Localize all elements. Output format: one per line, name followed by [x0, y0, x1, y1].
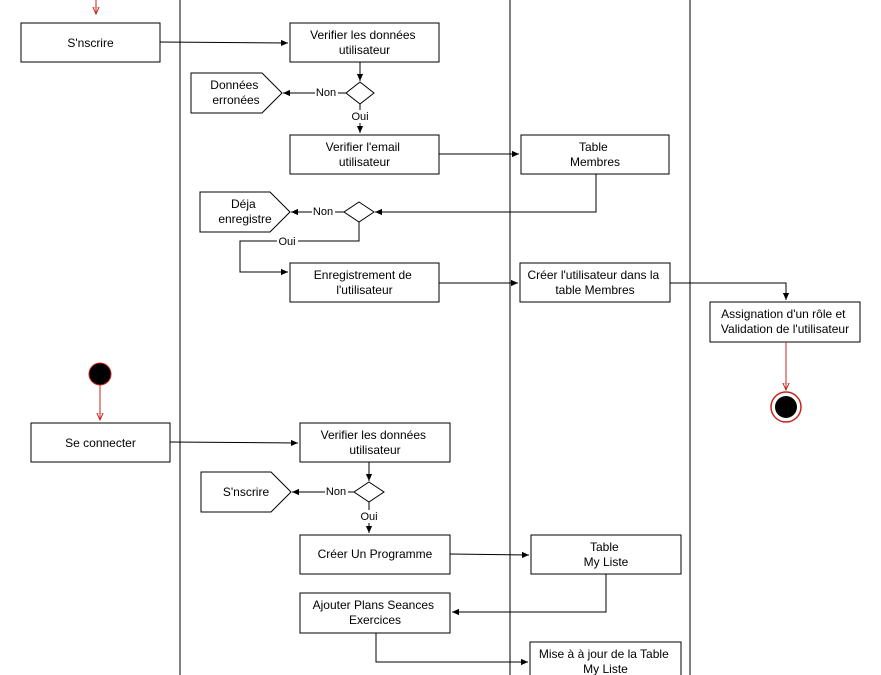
table-myliste-line-2: My Liste	[584, 555, 629, 569]
se-connecter-label: Se connecter	[65, 436, 136, 450]
inscrire-label: S'nscrire	[67, 36, 114, 50]
svg-text:Verifier l'email utilisa: Verifier l'email utilisateur	[326, 140, 404, 169]
flow-se-connecter-to-verifier	[169, 439, 299, 447]
ajouter-plans-line-2: Exercices	[349, 613, 401, 627]
svg-text:Table Membres: Table Membres	[570, 140, 620, 169]
flow-programme-to-table-myliste	[449, 551, 530, 559]
mise-a-jour-box[interactable]: Mise à à jour de la Table My Liste	[529, 641, 682, 675]
table-myliste-box[interactable]: Table My Liste	[530, 534, 682, 575]
svg-text:Verifier les données uti: Verifier les données utilisateur	[310, 28, 419, 57]
ajouter-plans-line-1: Ajouter Plans Seances	[313, 598, 434, 612]
flow-decision-2-oui	[239, 222, 360, 276]
se-connecter-box[interactable]: Se connecter	[30, 422, 171, 463]
svg-text:Données erronées: Données erronées	[210, 78, 261, 107]
flow-ajouter-to-mise-a-jour	[375, 633, 528, 666]
donnees-erronees-line-1: Données	[210, 78, 258, 92]
deja-enregistre-line-2: enregistre	[218, 212, 272, 226]
table-myliste-line-1: Table	[590, 540, 619, 554]
donnees-erronees-flag[interactable]: Données erronées	[190, 72, 283, 114]
flow-table-membres-to-decision-2	[375, 174, 597, 216]
edge-label-non-3: Non	[326, 486, 346, 498]
ajouter-plans-box[interactable]: Ajouter Plans Seances Exercices	[299, 592, 451, 634]
svg-text:Verifier les données uti: Verifier les données utilisateur	[321, 428, 430, 457]
deja-enregistre-flag[interactable]: Déja enregistre	[199, 191, 291, 233]
deja-enregistre-line-1: Déja	[231, 197, 256, 211]
table-membres-line-1: Table	[579, 140, 608, 154]
creer-utilisateur-line-1: Créer l'utilisateur dans la	[527, 268, 659, 282]
verifier-donnees-box-2[interactable]: Verifier les données utilisateur	[299, 422, 451, 463]
end-node	[770, 391, 802, 423]
svg-text:Déja enregistre: Déja enregistre	[218, 197, 272, 226]
flow-creer-to-assignation	[670, 282, 790, 300]
mise-a-jour-line-2: My Liste	[583, 662, 628, 675]
edge-label-non-2: Non	[313, 206, 333, 218]
svg-text:Mise à à jour de la Table: Mise à à jour de la Table My Liste	[539, 647, 672, 675]
svg-text:Créer l'utilisateur dans la: Créer l'utilisateur dans la table Membre…	[527, 268, 662, 297]
assignation-box[interactable]: Assignation d'un rôle et Validation de l…	[709, 301, 861, 343]
verifier-donnees-2-line-1: Verifier les données	[321, 428, 426, 442]
edge-label-oui-1: Oui	[351, 111, 368, 123]
svg-text:Assignation d'un rôle et: Assignation d'un rôle et Validation de l…	[721, 307, 849, 336]
flow-inscrire-to-verifier	[159, 39, 289, 47]
enregistrement-box[interactable]: Enregistrement de l'utilisateur	[289, 262, 440, 303]
verifier-donnees-1-line-2: utilisateur	[339, 43, 390, 57]
verifier-email-line-2: utilisateur	[339, 155, 390, 169]
edge-label-oui-2: Oui	[278, 236, 295, 248]
enregistrement-line-1: Enregistrement de	[314, 268, 412, 282]
flow-table-myliste-to-ajouter	[452, 574, 607, 616]
edge-label-non-1: Non	[316, 87, 336, 99]
creer-programme-box[interactable]: Créer Un Programme	[299, 534, 451, 575]
edge-label-oui-3: Oui	[360, 511, 377, 523]
verifier-donnees-2-line-2: utilisateur	[349, 443, 400, 457]
table-membres-line-2: Membres	[570, 155, 620, 169]
decision-diamond-2[interactable]	[343, 201, 375, 223]
assignation-line-1: Assignation d'un rôle et	[721, 307, 846, 321]
inscrire-flag-label: S'nscrire	[223, 485, 270, 499]
inscrire-box[interactable]: S'nscrire	[20, 22, 161, 63]
start-node	[88, 362, 112, 386]
creer-utilisateur-box[interactable]: Créer l'utilisateur dans la table Membre…	[519, 262, 671, 303]
svg-text:Table My Liste: Table My Liste	[584, 540, 629, 569]
donnees-erronees-line-2: erronées	[212, 93, 259, 107]
verifier-email-box[interactable]: Verifier l'email utilisateur	[289, 134, 440, 175]
inscrire-flag[interactable]: S'nscrire	[200, 471, 292, 513]
verifier-donnees-box-1[interactable]: Verifier les données utilisateur	[289, 22, 440, 63]
creer-programme-label: Créer Un Programme	[318, 547, 433, 561]
mise-a-jour-line-1: Mise à à jour de la Table	[539, 647, 669, 661]
table-membres-box[interactable]: Table Membres	[520, 134, 670, 175]
decision-diamond-3[interactable]	[353, 481, 385, 503]
svg-text:Enregistrement de l'util: Enregistrement de l'utilisateur	[314, 268, 415, 297]
decision-diamond-1[interactable]	[345, 81, 375, 105]
svg-text:Ajouter Plans Seances Ex: Ajouter Plans Seances Exercices	[313, 598, 438, 627]
verifier-donnees-1-line-1: Verifier les données	[310, 28, 415, 42]
enregistrement-line-2: l'utilisateur	[336, 283, 392, 297]
creer-utilisateur-line-2: table Membres	[555, 283, 634, 297]
assignation-line-2: Validation de l'utilisateur	[721, 322, 849, 336]
verifier-email-line-1: Verifier l'email	[326, 140, 400, 154]
